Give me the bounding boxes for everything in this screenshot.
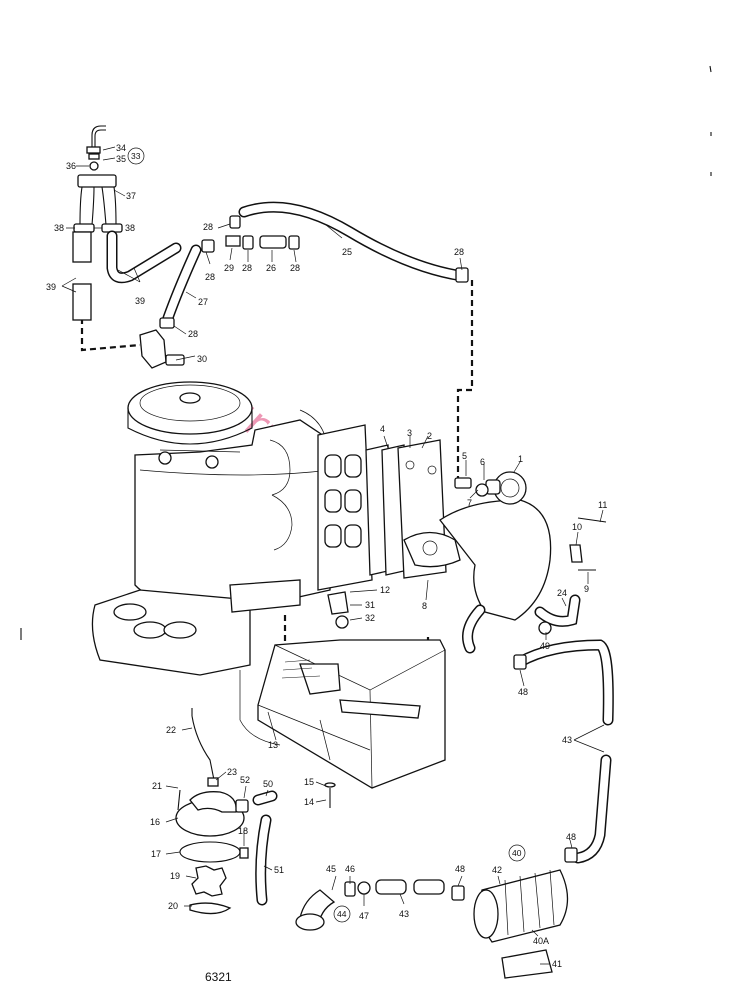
callout-48-a: 48 (518, 687, 528, 697)
callout-8: 8 (422, 601, 427, 611)
callout-35: 35 (116, 154, 126, 164)
callout-50: 50 (263, 779, 273, 789)
callout-10: 10 (572, 522, 582, 532)
callout-19: 19 (170, 871, 180, 881)
cover-assembly (403, 471, 607, 654)
callout-5: 5 (462, 451, 467, 461)
callout-23: 23 (227, 767, 237, 777)
callout-15: 15 (304, 777, 314, 787)
callout-28-e: 28 (454, 247, 464, 257)
callout-37: 37 (126, 191, 136, 201)
callout-11: 11 (598, 500, 607, 510)
callout-40: 40 (512, 848, 522, 858)
callout-40A: 40A (533, 936, 549, 946)
callout-28-a: 28 (203, 222, 213, 232)
callout-3: 3 (407, 428, 412, 438)
callout-46: 46 (345, 864, 355, 874)
callout-9: 9 (584, 584, 589, 594)
callout-33: 33 (131, 151, 141, 161)
callout-22: 22 (166, 725, 176, 735)
drawing-number: 6321 (205, 970, 232, 984)
circle-marker-40 (508, 844, 526, 862)
callout-28-c: 28 (242, 263, 252, 273)
callout-51: 51 (274, 865, 284, 875)
callout-28-b: 28 (205, 272, 215, 282)
callout-20: 20 (168, 901, 178, 911)
callout-12: 12 (380, 585, 390, 595)
callout-34: 34 (116, 143, 126, 153)
callout-29: 29 (224, 263, 234, 273)
callout-41: 41 (552, 959, 562, 969)
callout-13: 13 (268, 740, 278, 750)
callout-27: 27 (198, 297, 208, 307)
callout-17: 17 (151, 849, 161, 859)
callout-24: 24 (557, 588, 567, 598)
callout-21: 21 (152, 781, 162, 791)
circle-marker-44 (333, 905, 351, 923)
callout-47: 47 (359, 911, 369, 921)
callout-31: 31 (365, 600, 375, 610)
callout-39-right: 39 (135, 296, 145, 306)
callout-44: 44 (337, 909, 347, 919)
circle-marker-33 (127, 147, 145, 165)
muffler-assembly (295, 869, 569, 979)
callout-6: 6 (480, 457, 485, 467)
callout-14: 14 (304, 797, 314, 807)
callout-43-b: 43 (399, 909, 409, 919)
breather-hoses (139, 201, 469, 369)
callout-39-left: 39 (46, 282, 56, 292)
callout-38-right: 38 (125, 223, 135, 233)
callout-18: 18 (238, 826, 248, 836)
callout-32: 32 (365, 613, 375, 623)
callout-48-c: 48 (455, 864, 465, 874)
water-hoses (513, 639, 614, 864)
callout-38-left: 38 (54, 223, 64, 233)
pump-assembly (175, 708, 336, 915)
leader-lines (61, 146, 605, 965)
tank (257, 591, 446, 789)
callout-49: 49 (540, 641, 550, 651)
callout-2: 2 (427, 431, 432, 441)
callout-42: 42 (492, 865, 502, 875)
callout-43-a: 43 (562, 735, 572, 745)
callout-28-d: 28 (290, 263, 300, 273)
callout-52: 52 (240, 775, 250, 785)
callout-36: 36 (66, 161, 76, 171)
callout-labels: 34 35 33 36 37 38 38 39 39 28 28 29 28 2… (46, 143, 607, 969)
callout-28-f: 28 (188, 329, 198, 339)
callout-48-b: 48 (566, 832, 576, 842)
callout-16: 16 (150, 817, 160, 827)
scan-marks (20, 65, 712, 640)
callout-30: 30 (197, 354, 207, 364)
callout-4: 4 (380, 424, 385, 434)
engine-block (91, 381, 373, 746)
callout-7: 7 (467, 498, 472, 508)
callout-1: 1 (518, 454, 523, 464)
callout-45: 45 (326, 864, 336, 874)
callout-26: 26 (266, 263, 276, 273)
callout-25: 25 (342, 247, 352, 257)
